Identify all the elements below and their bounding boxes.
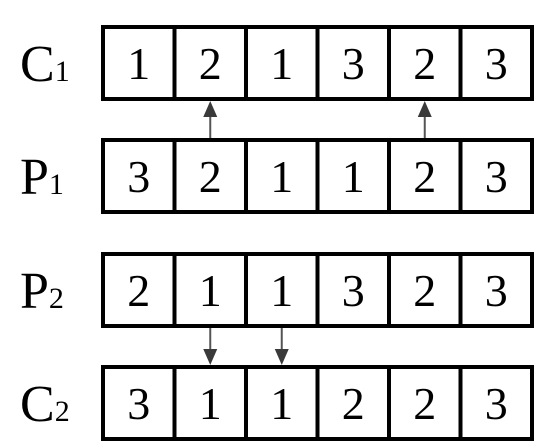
row-label-letter: C <box>20 376 55 433</box>
arrow-head <box>203 349 218 365</box>
cell: 2 <box>387 252 463 328</box>
row-label-letter: P <box>20 263 49 320</box>
cell: 2 <box>387 365 463 441</box>
cell: 2 <box>387 138 463 214</box>
cell-box <box>387 252 463 328</box>
cell-box <box>458 252 534 328</box>
cell: 3 <box>458 138 534 214</box>
cell: 3 <box>101 138 177 214</box>
row-label: C1 <box>20 36 70 93</box>
cell-box <box>101 138 177 214</box>
cell-value: 2 <box>413 38 436 89</box>
row-label-index: 2 <box>55 395 70 428</box>
cell: 1 <box>244 365 320 441</box>
cell: 2 <box>101 252 177 328</box>
cell: 2 <box>172 138 248 214</box>
cell-box <box>172 365 248 441</box>
cell-value: 1 <box>270 265 293 316</box>
arrow-down <box>274 328 289 365</box>
cell-value: 1 <box>270 151 293 202</box>
row-label: C2 <box>20 376 70 433</box>
row-label-letter: P <box>20 149 49 206</box>
cell-value: 2 <box>127 265 150 316</box>
arrow-head <box>203 101 218 117</box>
cell-box <box>387 138 463 214</box>
cell-value: 1 <box>127 38 150 89</box>
cell-box <box>315 365 391 441</box>
arrow-head <box>417 101 432 117</box>
cell: 1 <box>244 138 320 214</box>
cell-value: 3 <box>485 151 508 202</box>
cell-box <box>101 25 177 101</box>
cell: 3 <box>458 252 534 328</box>
row-label-index: 1 <box>49 168 64 201</box>
cell: 2 <box>387 25 463 101</box>
cell-value: 3 <box>485 378 508 429</box>
cell: 3 <box>458 25 534 101</box>
arrow-head <box>274 349 289 365</box>
cell-box <box>458 138 534 214</box>
cell: 3 <box>458 365 534 441</box>
cell: 1 <box>244 252 320 328</box>
cell-box <box>172 25 248 101</box>
cell: 1 <box>315 138 391 214</box>
cell-value: 1 <box>270 38 293 89</box>
cell: 3 <box>315 25 391 101</box>
cell: 1 <box>101 25 177 101</box>
arrow-down <box>203 328 218 365</box>
row-label-letter: C <box>20 36 55 93</box>
cell-box <box>458 25 534 101</box>
arrow-up <box>417 101 432 138</box>
cell-value: 2 <box>342 378 365 429</box>
cell: 3 <box>101 365 177 441</box>
cell-value: 3 <box>127 378 150 429</box>
cell-value: 3 <box>342 265 365 316</box>
cell-box <box>458 365 534 441</box>
cell: 1 <box>172 252 248 328</box>
cell-value: 3 <box>485 265 508 316</box>
cell-value: 1 <box>270 378 293 429</box>
cell-box <box>172 138 248 214</box>
cell: 1 <box>244 25 320 101</box>
cell-value: 2 <box>413 378 436 429</box>
cell-box <box>101 252 177 328</box>
cell-value: 3 <box>127 151 150 202</box>
cell-box <box>315 252 391 328</box>
cell-value: 1 <box>199 378 222 429</box>
cell: 2 <box>172 25 248 101</box>
arrows-layer <box>203 101 432 365</box>
row-label-index: 1 <box>55 55 70 88</box>
row-label: P1 <box>20 149 64 206</box>
cell-box <box>101 365 177 441</box>
cell-box <box>387 365 463 441</box>
cell-value: 1 <box>342 151 365 202</box>
cell-value: 3 <box>342 38 365 89</box>
cell: 2 <box>315 365 391 441</box>
cell-value: 2 <box>413 151 436 202</box>
cell-value: 1 <box>199 265 222 316</box>
arrow-up <box>203 101 218 138</box>
cell: 3 <box>315 252 391 328</box>
cell-box <box>244 138 320 214</box>
cell-value: 2 <box>413 265 436 316</box>
cell-value: 2 <box>199 151 222 202</box>
cell-box <box>172 252 248 328</box>
cell-value: 3 <box>485 38 508 89</box>
cell-value: 2 <box>199 38 222 89</box>
row-label-index: 2 <box>49 282 64 315</box>
cell: 1 <box>172 365 248 441</box>
row-label: P2 <box>20 263 64 320</box>
